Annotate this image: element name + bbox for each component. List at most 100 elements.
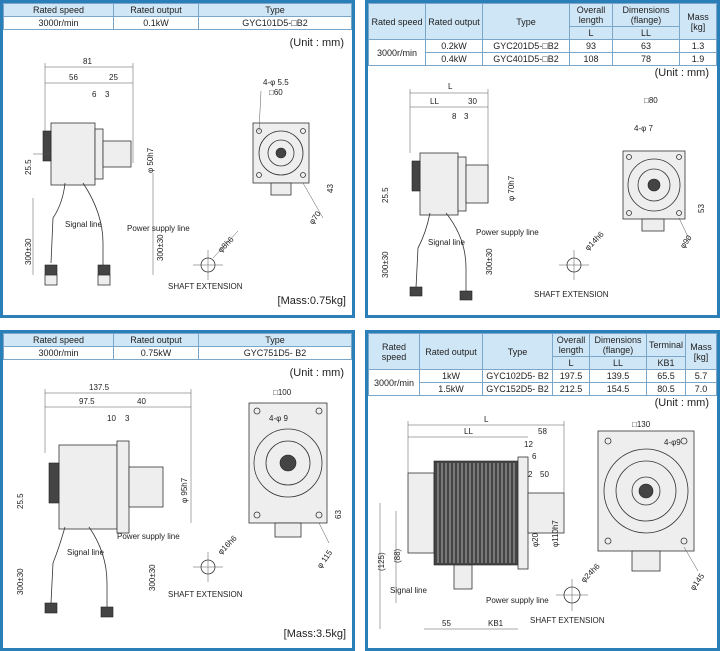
dim-shaft: φ 70h7 [507,175,516,201]
dim-cable: 300±30 [24,238,33,265]
cell-mass: 5.7 [685,369,717,383]
unit-label: (Unit : mm) [654,397,709,409]
dim-holes: 4-φ 7 [634,124,654,133]
dim-cable-2: 300±30 [485,248,494,275]
table-row: 0.4kW GYC401D5-□B2 108 78 1.9 [369,52,717,66]
motor-body [433,460,519,566]
spec-table: Rated speed Rated output Type Overall le… [368,333,717,396]
subheader-L: L [569,26,613,40]
header-length: Overall length [569,3,613,27]
dim-58: 58 [538,427,547,436]
dim-cable-2: 300±30 [148,564,157,591]
dim-3: 3 [464,112,469,121]
dim-63: 63 [334,510,343,519]
dim-LL: LL [430,97,439,106]
cell-L: 197.5 [551,369,590,383]
table-row: 3000r/min 1kW GYC102D5- B2 197.5 139.5 6… [368,369,717,396]
dim-40: 40 [137,397,146,406]
motor-body [419,152,459,216]
spec-table: Rated speed Rated output Type Overall le… [368,3,717,66]
dim-2: 2 [528,470,533,479]
dim-key: φ24h6 [579,561,602,584]
dim-shaft: φ 50h7 [146,147,155,173]
dim-flange: □60 [269,88,283,97]
cell-output: 0.2kW [425,39,483,53]
dim-KB1: KB1 [488,619,504,628]
cell-type: GYC401D5-□B2 [482,52,570,66]
cell-speed: 3000r/min [368,39,426,66]
cell-output: 0.4kW [425,52,483,66]
label-shaft-ext: SHAFT EXTENSION [530,616,605,625]
dim-holes: 4-φ 9 [269,414,289,423]
mass-label: [Mass:3.5kg] [283,628,346,640]
dim-8: 8 [452,112,457,121]
dim-flange: □130 [632,420,651,429]
cell-L: 108 [569,52,613,66]
dim-pcd: φ70 [307,209,323,226]
header-length: Overall length [551,333,590,357]
dim-cable: 300±30 [16,568,25,595]
header-rated-output: Rated output [425,3,483,40]
dim-125: (125) [377,552,386,571]
header-rated-speed: Rated speed [368,333,420,370]
dim-12: 12 [524,440,533,449]
table-row: 1.5kW GYC152D5- B2 212.5 154.5 80.5 7.0 [369,382,717,396]
dim-flange: □100 [273,388,292,397]
motor-body [58,444,118,530]
dim-55: 55 [442,619,451,628]
dim-88: (88) [393,548,402,563]
dim-key: φ14h6 [583,229,606,252]
dim-56: 56 [69,73,78,82]
dim-cable-2: 300±30 [156,234,165,261]
header-rated-output: Rated output [113,3,199,17]
dim-53: 53 [697,204,706,213]
panel-gyc102-152: Rated speed Rated output Type Overall le… [365,330,720,651]
label-power: Power supply line [127,224,190,233]
dim-25-5: 25.5 [24,159,33,175]
dim-shaft: φ 95h7 [180,477,189,503]
cell-speed: 3000r/min [3,16,114,30]
cell-type: GYC152D5- B2 [482,382,553,396]
cell-type: GYC751D5- B2 [198,346,352,360]
label-signal: Signal line [67,548,104,557]
cell-output: 1.5kW [419,382,483,396]
dim-25-5: 25.5 [16,493,25,509]
header-rated-speed: Rated speed [368,3,426,40]
cell-mass: 7.0 [685,382,717,396]
cell-KB1: 80.5 [645,382,687,396]
table-row: 3000r/min 0.2kW GYC201D5-□B2 93 63 1.3 [368,39,717,66]
dim-holes: 4-φ 5.5 [263,78,289,87]
spec-table: Rated speed Rated output Type 3000r/min … [3,333,352,360]
dim-43: 43 [326,184,335,193]
header-rated-speed: Rated speed [3,3,114,17]
label-signal: Signal line [428,238,465,247]
header-flange: Dimensions (flange) [612,3,680,27]
label-shaft-ext: SHAFT EXTENSION [168,590,243,599]
label-power: Power supply line [476,228,539,237]
header-mass: Mass [kg] [679,3,717,40]
drawing-gyc201: L LL 30 8 3 25.5 φ 70h7 300±30 300±30 Si… [381,82,706,301]
dim-137-5: 137.5 [89,383,110,392]
cell-type: GYC101D5-□B2 [198,16,352,30]
dim-6: 6 [92,90,97,99]
dim-20: φ20 [531,532,540,547]
label-signal: Signal line [390,586,427,595]
cell-speed: 3000r/min [3,346,114,360]
dim-key: φ16h6 [216,533,239,556]
cell-LL: 63 [612,39,680,53]
label-shaft-ext: SHAFT EXTENSION [168,282,243,291]
dim-L: L [448,82,453,91]
dim-holes: 4-φ9 [664,438,681,447]
header-rated-output: Rated output [419,333,483,370]
label-power: Power supply line [486,596,549,605]
motor-body [50,122,96,186]
panel-gyc751: Rated speed Rated output Type 3000r/min … [0,330,355,651]
panel-gyc101: Rated speed Rated output Type 3000r/min … [0,0,355,318]
cell-mass: 1.3 [679,39,717,53]
dim-3: 3 [125,414,130,423]
header-type: Type [482,333,553,370]
dim-30: 30 [468,97,477,106]
dim-10: 10 [107,414,116,423]
dim-shaft: φ110h7 [551,520,560,547]
dim-flange: □80 [644,96,658,105]
